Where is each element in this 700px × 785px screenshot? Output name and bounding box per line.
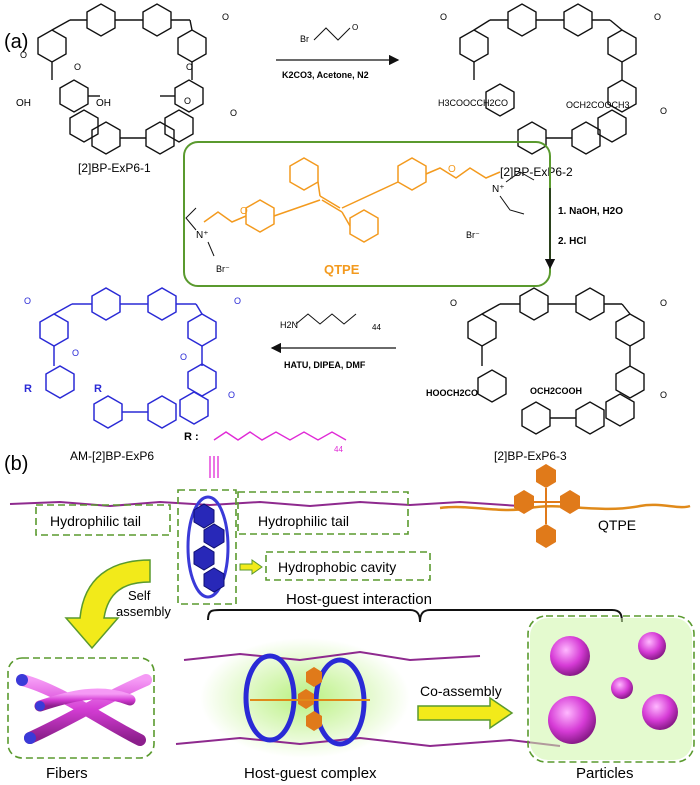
br-left: Br⁻	[216, 264, 230, 274]
reaction-step-2: 1. NaOH, H2O 2. HCl	[544, 188, 623, 270]
methoxy-4e: O	[228, 390, 235, 400]
methoxy-2a: O	[440, 12, 447, 22]
r-group-repeat: 44	[334, 445, 343, 454]
compound-3-name: [2]BP-ExP6-3	[494, 449, 567, 463]
methoxy-1c: O	[186, 62, 193, 72]
oh-left: OH	[16, 98, 31, 109]
step3-reagent: H2N	[280, 320, 298, 330]
fibers-label: Fibers	[46, 765, 88, 782]
compound-2-name: [2]BP-ExP6-2	[500, 165, 573, 179]
acid-right: OCH2COOH	[530, 386, 582, 396]
methoxy-2b: O	[654, 12, 661, 22]
macrocycle-4	[39, 287, 217, 429]
methoxy-1f: O	[230, 108, 237, 118]
methoxy-1d: O	[222, 12, 229, 22]
svg-text:O: O	[352, 23, 358, 32]
compound-1-name: [2]BP-ExP6-1	[78, 161, 151, 175]
compound-4-name: AM-[2]BP-ExP6	[70, 449, 154, 463]
qtpe-3d	[439, 464, 691, 548]
panel-a-label: (a)	[4, 31, 28, 53]
n-plus-left: N⁺	[196, 230, 209, 241]
fibers-box	[7, 657, 155, 759]
host-guest-complex-illustration	[175, 638, 561, 758]
step1-conditions: K2CO3, Acetone, N2	[282, 70, 369, 80]
hydrophilic-tail-right-box	[237, 491, 409, 535]
step3-conditions: HATU, DIPEA, DMF	[284, 360, 366, 370]
reaction-step-1: Br O K2CO3, Acetone, N2	[276, 23, 400, 80]
particles-illustration	[530, 618, 692, 760]
methoxy-1a: O	[20, 50, 27, 60]
macrocycle-2	[459, 3, 637, 155]
methoxy-4d: O	[180, 352, 187, 362]
co-assembly-label: Co-assembly	[420, 683, 502, 699]
hydrophobic-cavity: Hydrophobic cavity	[278, 559, 396, 575]
host-macrocycle-3d	[186, 495, 230, 599]
methoxy-2c: O	[660, 106, 667, 116]
macrocycle-3	[467, 287, 645, 435]
r-group-label: R :	[184, 431, 199, 443]
methoxy-4a: O	[24, 296, 31, 306]
r-left: R	[24, 383, 32, 395]
host-guest-complex-label: Host-guest complex	[244, 765, 377, 782]
methoxy-1e: O	[184, 96, 191, 106]
n-plus-right: N⁺	[492, 184, 505, 195]
qtpe-3d-label: QTPE	[598, 517, 636, 533]
methoxy-4b: O	[234, 296, 241, 306]
qtpe-structure	[203, 157, 501, 243]
ester-left: H3COOCCH2CO	[438, 98, 508, 108]
host-guest-brace: Host-guest interaction	[207, 591, 623, 623]
reaction-step-3: H2N 44 HATU, DIPEA, DMF	[270, 313, 396, 370]
self-assembly-line2: assembly	[116, 604, 171, 619]
hydrophilic-tail-left: Hydrophilic tail	[50, 513, 141, 529]
step3-repeat: 44	[372, 323, 381, 332]
methoxy-3b: O	[660, 298, 667, 308]
qtpe-structure-box	[183, 141, 551, 287]
macrocycle-1	[37, 3, 207, 155]
qtpe-label: QTPE	[324, 262, 360, 277]
svg-text:O: O	[448, 164, 456, 175]
methoxy-3a: O	[450, 298, 457, 308]
hydrophilic-tail-left-box	[35, 504, 171, 536]
oh-right: OH	[96, 98, 111, 109]
step1-reagent: Br	[300, 34, 309, 44]
methoxy-1b: O	[74, 62, 81, 72]
r-right: R	[94, 383, 102, 395]
svg-text:O: O	[240, 206, 248, 217]
hydrophobic-cavity-box	[265, 551, 431, 581]
host-cavity-box	[177, 489, 237, 605]
acid-left: HOOCH2CO	[426, 388, 478, 398]
cavity-arrow	[239, 559, 263, 575]
ester-right: OCH2COOCH3	[566, 100, 630, 110]
particles-label: Particles	[576, 765, 634, 782]
self-assembly-line1: Self	[128, 588, 151, 603]
self-assembly-arrow	[64, 559, 151, 650]
host-guest-interaction: Host-guest interaction	[286, 591, 432, 608]
step2-line1: 1. NaOH, H2O	[558, 206, 623, 217]
fibers-illustration	[16, 674, 152, 746]
hydrophilic-tail-right: Hydrophilic tail	[258, 513, 349, 529]
co-assembly-arrow	[417, 696, 514, 730]
br-right: Br⁻	[466, 230, 480, 240]
methoxy-3c: O	[660, 390, 667, 400]
particles-box	[527, 615, 695, 763]
methoxy-4c: O	[72, 348, 79, 358]
r-group: R : 44	[184, 431, 347, 478]
step2-line2: 2. HCl	[558, 236, 587, 247]
panel-b-label: (b)	[4, 453, 28, 475]
